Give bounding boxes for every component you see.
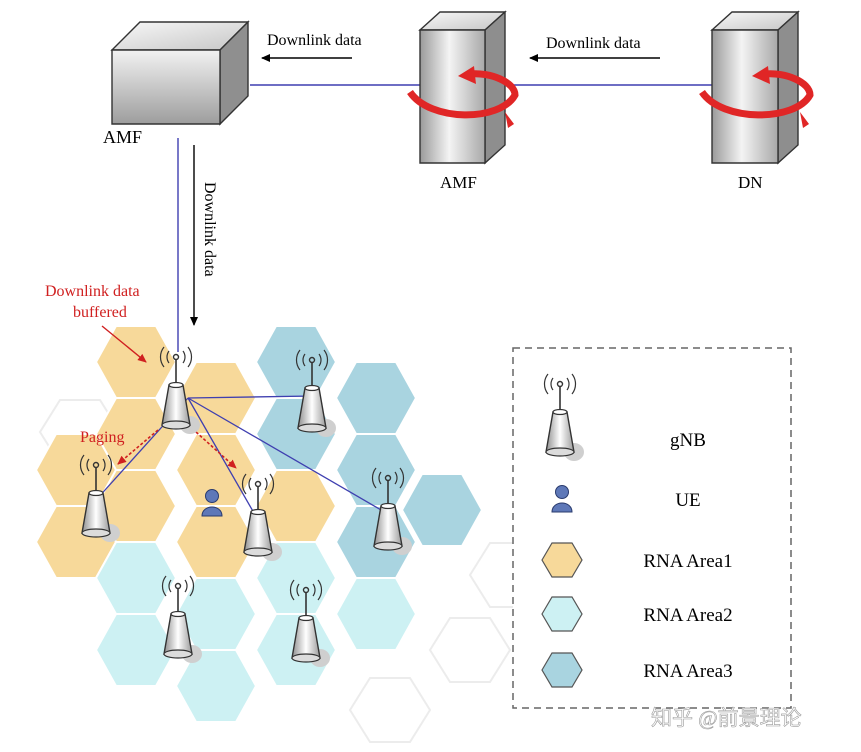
downlink-data-top-left-label: Downlink data <box>267 32 362 49</box>
buffered-pointer-arrow <box>101 325 147 363</box>
ue-user-icon <box>201 489 223 517</box>
legend-rna-area2-swatch <box>541 596 583 632</box>
legend-label-rna-area3: RNA Area3 <box>643 661 732 682</box>
amf-left-label: AMF <box>103 127 142 147</box>
legend-label-gnb: gNB <box>670 430 706 451</box>
legend-rna-area1-swatch <box>541 542 583 578</box>
legend-label-rna-area2: RNA Area2 <box>643 605 732 626</box>
legend-user-icon <box>551 485 573 513</box>
legend-label-rna-area1: RNA Area1 <box>643 551 732 572</box>
amf-middle-label: AMF <box>440 173 477 192</box>
downlink-data-top-right-label: Downlink data <box>546 35 641 52</box>
amf-server-icon <box>407 10 519 165</box>
hex-cell-rna-area1 <box>94 325 178 399</box>
gnb-link-line <box>187 397 259 521</box>
downlink-buffered-label-line2: buffered <box>73 304 127 321</box>
gnb-link-line <box>187 395 313 399</box>
amf-box-icon <box>110 20 250 126</box>
hex-cell-rna-area3 <box>334 433 418 507</box>
paging-arrows <box>117 429 237 469</box>
legend-rna-area3-swatch <box>541 652 583 688</box>
hex-cell-rna-area3 <box>334 361 418 435</box>
hex-cell-rna-area3 <box>400 473 484 547</box>
hex-cell-rna-area2 <box>334 577 418 651</box>
hex-cell-rna-area1 <box>174 505 258 579</box>
downlink-data-vertical-label: Downlink data <box>201 182 218 277</box>
gnb-link-line <box>187 397 389 515</box>
legend-box <box>512 347 792 709</box>
legend-label-ue: UE <box>675 490 700 511</box>
downlink-buffered-label-line1: Downlink data <box>45 283 140 300</box>
paging-label: Paging <box>80 429 124 446</box>
hex-cell-rna-area3 <box>254 325 338 399</box>
watermark-text: 知乎 @前景理论 <box>651 706 802 730</box>
dn-server-icon <box>699 10 814 165</box>
dn-label: DN <box>738 173 763 192</box>
